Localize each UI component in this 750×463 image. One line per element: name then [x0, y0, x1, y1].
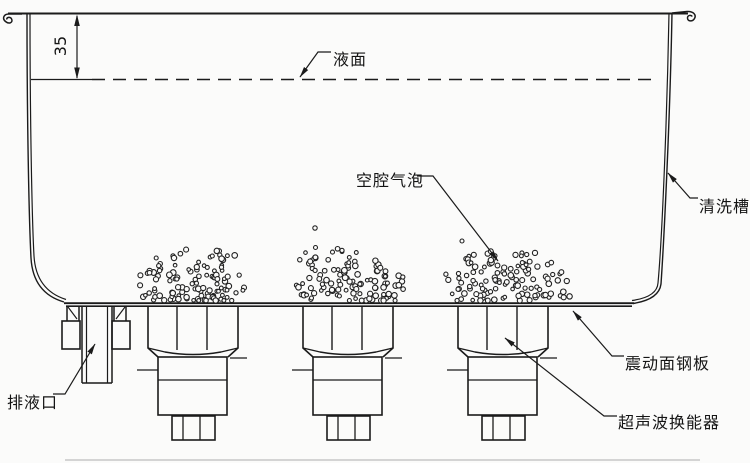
vibration-plate-leader: [572, 310, 624, 357]
ultrasonic-transducer-leader: [504, 337, 617, 417]
left-wall-outer: [26, 13, 65, 303]
dimension-arrow-up-icon: [74, 14, 80, 26]
dimension-35: 35: [31, 14, 92, 81]
right-rim-curl: [671, 10, 696, 22]
cleaning-tank-leader: [667, 172, 698, 199]
right-wall-inner: [631, 12, 670, 302]
liquid-surface-label: 液面: [333, 50, 367, 69]
dimension-arrow-down-icon: [74, 67, 80, 79]
left-rim-curl: [2, 13, 22, 24]
vibration-plate-label: 震动面钢板: [625, 354, 710, 373]
liquid-surface-leader: [299, 51, 331, 78]
cavitation-bubbles-leader: [417, 175, 499, 262]
cleaning-tank-label: 清洗槽: [699, 197, 750, 216]
transducer-1: [136, 305, 248, 441]
dimension-35-label: 35: [51, 36, 70, 56]
drain-outlet-leader: [53, 343, 96, 395]
left-wall-inner: [29, 13, 67, 301]
annotations: 液面 空腔气泡 清洗槽 震动面钢板 超声波换能器 排液口: [7, 50, 750, 432]
transducer-2: [291, 305, 403, 441]
cavitation-bubbles-clusters: [137, 225, 573, 304]
drain-outlet-label: 排液口: [7, 393, 58, 412]
cavitation-bubbles-label: 空腔气泡: [356, 171, 424, 190]
transducer-3: [446, 305, 558, 441]
tank-outline: [2, 10, 696, 308]
right-wall-outer: [632, 12, 673, 305]
ultrasonic-transducer-label: 超声波换能器: [618, 413, 720, 432]
drain-assembly: [61, 306, 131, 384]
